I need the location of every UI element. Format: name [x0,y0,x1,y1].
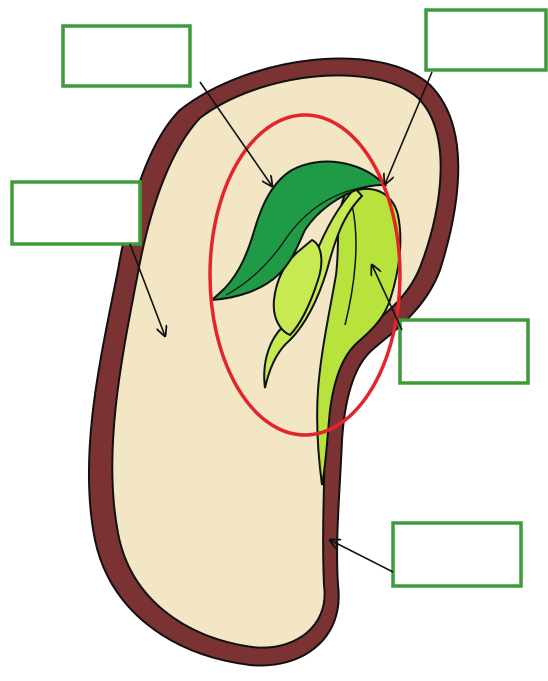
label-box-top-right[interactable] [426,10,546,70]
label-box-middle-left[interactable] [12,182,140,244]
label-box-middle-right[interactable] [400,320,528,383]
label-box-bottom-right[interactable] [393,523,521,586]
label-box-top-left[interactable] [63,26,190,86]
pointer-arrow-seed-coat [330,540,393,572]
